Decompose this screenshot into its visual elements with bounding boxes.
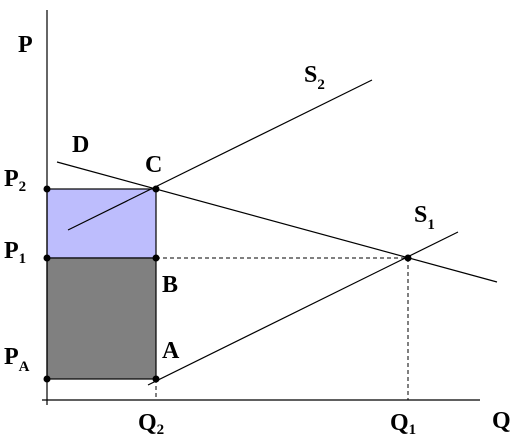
price-p1-sub: 1 — [19, 251, 27, 267]
dot-p1 — [43, 254, 51, 262]
price-pa-base: P — [4, 344, 19, 370]
demand-curve — [56, 161, 498, 283]
dot-a — [152, 375, 160, 383]
supply-curve-s2 — [67, 79, 373, 231]
rectangle-pa-p1-area — [46, 257, 157, 380]
rectangle-p1-p2-area — [46, 188, 157, 259]
price-p2-label: P2 — [4, 166, 26, 195]
point-a-label: A — [162, 338, 180, 364]
quantity-q2-sub: 2 — [157, 422, 165, 438]
supply-s2-label-base: S — [304, 62, 317, 88]
supply-s1-label: S1 — [414, 202, 435, 233]
dot-equilibrium-s1 — [404, 254, 412, 262]
price-p1-label: P1 — [4, 238, 26, 267]
price-p1-base: P — [4, 238, 19, 264]
point-c-label: C — [145, 152, 162, 178]
dot-c — [152, 185, 160, 193]
y-axis-label: P — [18, 32, 33, 58]
dot-b — [152, 254, 160, 262]
quantity-q2-base: Q — [138, 410, 157, 436]
x-axis-label: Q — [492, 408, 511, 434]
supply-s1-label-base: S — [414, 202, 427, 228]
quantity-q2-label: Q2 — [138, 410, 164, 438]
supply-s2-label: S2 — [304, 62, 325, 93]
supply-s1-label-sub: 1 — [427, 217, 435, 233]
price-pa-sub: A — [19, 359, 30, 375]
price-p2-base: P — [4, 166, 19, 192]
supply-s2-label-sub: 2 — [317, 77, 325, 93]
quantity-q1-sub: 1 — [409, 422, 417, 438]
price-p2-sub: 2 — [19, 179, 27, 195]
dot-p2 — [43, 185, 51, 193]
supply-curve-s1 — [147, 231, 459, 386]
demand-label: D — [72, 132, 89, 158]
quantity-q1-label: Q1 — [390, 410, 416, 438]
price-pa-label: PA — [4, 344, 30, 375]
point-b-label: B — [162, 272, 178, 298]
dot-pa — [43, 375, 51, 383]
quantity-q1-base: Q — [390, 410, 409, 436]
